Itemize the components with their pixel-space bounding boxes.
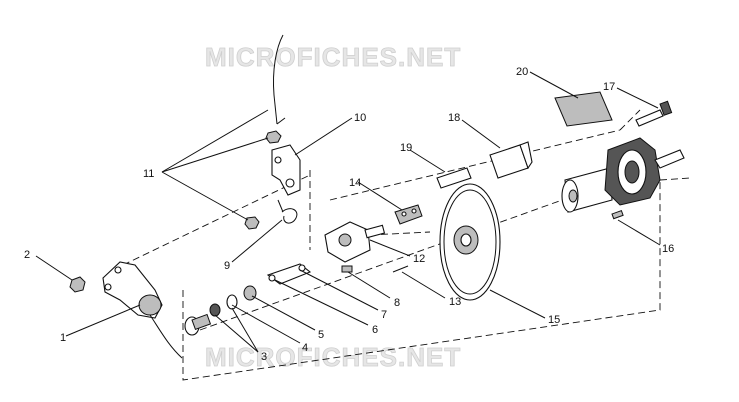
watermark-bottom: MICROFICHES.NET <box>205 342 461 372</box>
nut-11-upper <box>265 130 282 144</box>
callout-18: 18 <box>448 112 460 124</box>
callout-10: 10 <box>354 112 366 124</box>
callout-14: 14 <box>349 177 361 189</box>
leader-lines <box>35 71 661 353</box>
plate-14 <box>394 204 423 225</box>
washers <box>209 285 257 317</box>
assembly-guide-lines <box>122 94 691 381</box>
nut-2 <box>69 276 86 293</box>
sheave-disc <box>439 183 501 301</box>
bolt-17 <box>635 100 673 127</box>
link-arm <box>266 263 312 285</box>
callout-7: 7 <box>381 309 387 321</box>
clutch-hub <box>561 137 685 220</box>
decal-20 <box>554 91 613 127</box>
callout-6: 6 <box>372 324 378 336</box>
spring <box>277 199 298 224</box>
callout-2: 2 <box>24 249 30 261</box>
callout-5: 5 <box>318 329 324 341</box>
callout-13: 13 <box>449 296 461 308</box>
bolt <box>184 313 212 336</box>
callout-11: 11 <box>143 168 154 180</box>
plate-19 <box>436 167 472 189</box>
block-18 <box>489 141 533 179</box>
nut-11-lower <box>244 216 260 230</box>
callout-8: 8 <box>394 297 400 309</box>
callout-1: 1 <box>60 332 66 344</box>
callout-16: 16 <box>662 243 674 255</box>
callout-17: 17 <box>603 81 615 93</box>
cam-assembly <box>324 221 386 273</box>
callout-19: 19 <box>400 142 412 154</box>
throttle-cable <box>273 34 286 125</box>
callout-12: 12 <box>413 253 425 265</box>
bracket <box>271 144 301 196</box>
callout-20: 20 <box>516 66 528 78</box>
watermark-top: MICROFICHES.NET <box>205 42 461 72</box>
callout-9: 9 <box>224 260 230 272</box>
key-13 <box>392 265 409 273</box>
callout-4: 4 <box>302 342 308 354</box>
callout-3: 3 <box>261 351 267 363</box>
lever-plate <box>102 261 183 359</box>
callout-15: 15 <box>548 314 560 326</box>
